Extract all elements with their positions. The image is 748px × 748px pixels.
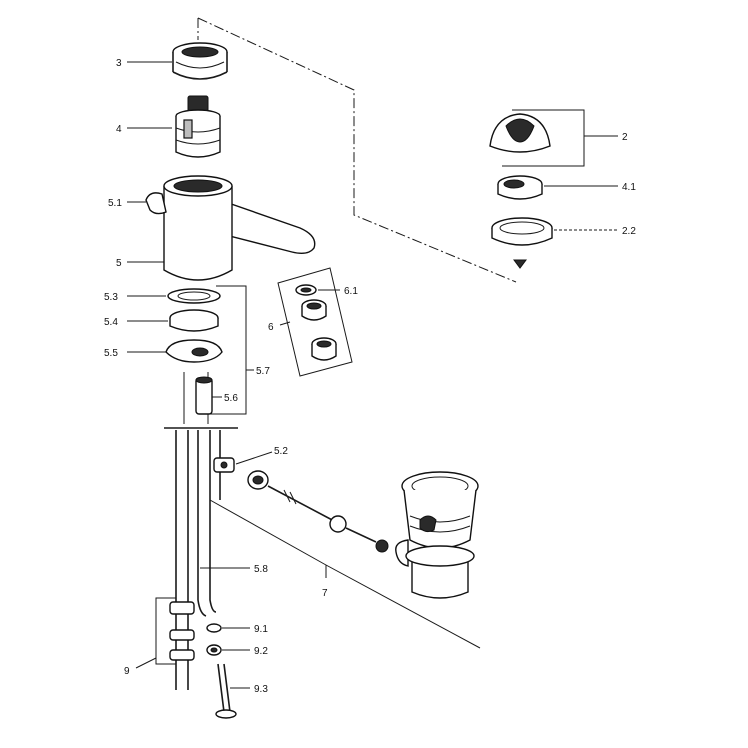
label-5-5: 5.5	[104, 348, 118, 359]
part-body-5	[145, 175, 316, 281]
part-ring-4.1	[497, 175, 543, 200]
label-9-2: 9.2	[254, 646, 268, 657]
part-sleeve-5.6	[195, 376, 213, 415]
part-cartridge-4	[175, 95, 221, 158]
label-5-2: 5.2	[274, 446, 288, 457]
label-9-3: 9.3	[254, 684, 268, 695]
part-aerator-6	[295, 284, 337, 361]
part-waste-drain	[395, 471, 479, 599]
label-9: 9	[124, 666, 130, 677]
label-2: 2	[622, 132, 628, 143]
label-4-1: 4.1	[622, 182, 636, 193]
label-5: 5	[116, 258, 122, 269]
part-rings-5.3-5.4-5.5	[165, 288, 223, 363]
label-5-1: 5.1	[108, 198, 122, 209]
label-6-1: 6.1	[344, 286, 358, 297]
label-4: 4	[116, 124, 122, 135]
label-9-1: 9.1	[254, 624, 268, 635]
label-5-3: 5.3	[104, 292, 118, 303]
label-5-8: 5.8	[254, 564, 268, 575]
part-ring-2.2	[491, 217, 553, 269]
part-clamp-5.2	[213, 457, 235, 473]
label-5-6: 5.6	[224, 393, 238, 404]
label-6: 6	[268, 322, 274, 333]
label-5-7: 5.7	[256, 366, 270, 377]
label-2-2: 2.2	[622, 226, 636, 237]
part-fittings-9	[169, 601, 237, 719]
part-cap-2	[489, 113, 551, 153]
part-popup-rod-7	[247, 470, 389, 553]
label-7: 7	[322, 588, 328, 599]
label-3: 3	[116, 58, 122, 69]
part-nut-3	[172, 42, 228, 80]
part-hoses-5.8	[164, 427, 238, 690]
part-labels: 3 4 2 4.1 2.2 5.1 5 6.1 6 5.3 5.4 5.5 5.…	[104, 58, 636, 695]
label-5-4: 5.4	[104, 317, 118, 328]
